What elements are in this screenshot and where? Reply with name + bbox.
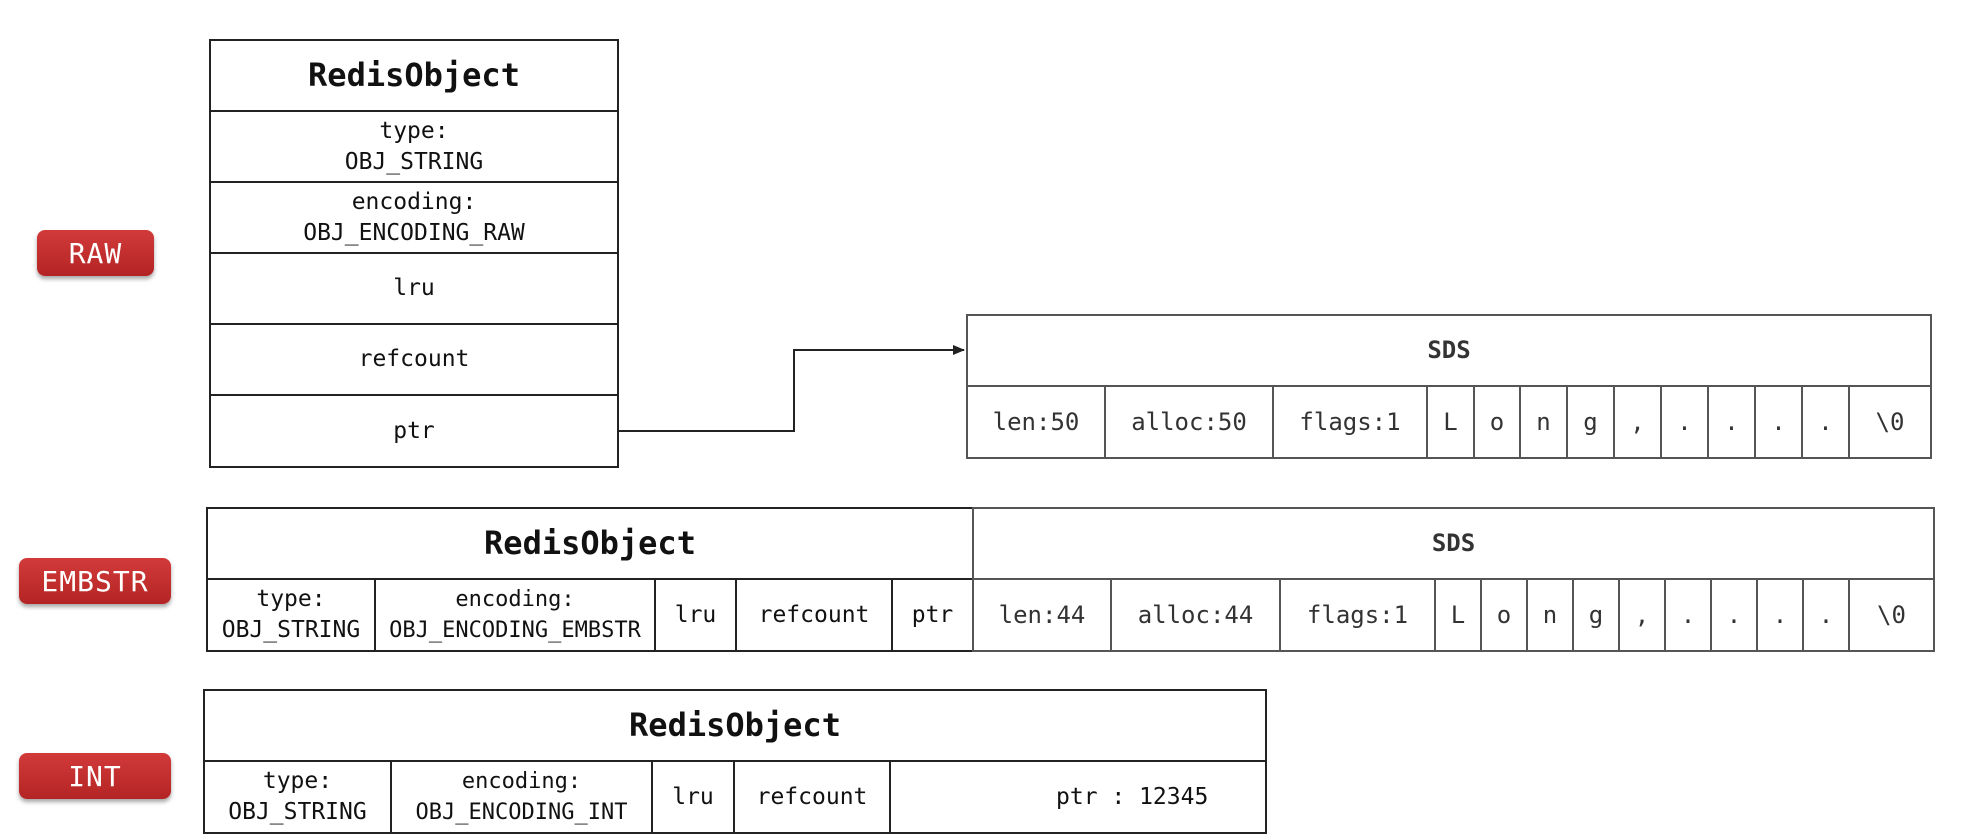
embstr-redisobject-title: RedisObject: [206, 507, 974, 580]
raw-sds-cell: o: [1473, 385, 1521, 459]
raw-sds-cell: alloc:50: [1104, 385, 1274, 459]
int-encoding-field: encoding: OBJ_ENCODING_INT: [390, 760, 653, 834]
int-ptr-field: ptr : 12345: [889, 760, 1267, 834]
raw-ptr-field: ptr: [209, 394, 619, 468]
embstr-sds-cell: g: [1572, 578, 1620, 652]
embstr-type-field: type: OBJ_STRING: [206, 578, 376, 652]
int-type-field: type: OBJ_STRING: [203, 760, 392, 834]
raw-sds-cell: g: [1566, 385, 1615, 459]
embstr-sds-cell: .: [1802, 578, 1850, 652]
raw-sds-cell: len:50: [966, 385, 1106, 459]
int-badge: INT: [19, 753, 171, 799]
raw-sds-cell: .: [1754, 385, 1803, 459]
embstr-sds-cell: alloc:44: [1110, 578, 1281, 652]
raw-lru-field: lru: [209, 252, 619, 325]
raw-badge: RAW: [37, 230, 154, 276]
raw-sds-cell: .: [1660, 385, 1709, 459]
embstr-sds-cell: flags:1: [1279, 578, 1436, 652]
embstr-sds-cell: .: [1756, 578, 1804, 652]
raw-sds-cell: \0: [1848, 385, 1932, 459]
int-redisobject-title: RedisObject: [203, 689, 1267, 762]
raw-refcount-field: refcount: [209, 323, 619, 396]
embstr-badge: EMBSTR: [19, 558, 171, 604]
embstr-sds-cell: n: [1526, 578, 1574, 652]
raw-type-field: type: OBJ_STRING: [209, 110, 619, 183]
embstr-sds-cell: \0: [1848, 578, 1935, 652]
raw-sds-cell: L: [1426, 385, 1475, 459]
embstr-refcount-field: refcount: [735, 578, 893, 652]
int-refcount-field: refcount: [733, 760, 891, 834]
embstr-lru-field: lru: [654, 578, 737, 652]
raw-sds-cell: .: [1707, 385, 1756, 459]
int-lru-field: lru: [651, 760, 735, 834]
raw-sds-title: SDS: [966, 314, 1932, 387]
embstr-sds-cell: .: [1710, 578, 1758, 652]
embstr-ptr-field: ptr: [891, 578, 974, 652]
embstr-encoding-field: encoding: OBJ_ENCODING_EMBSTR: [374, 578, 656, 652]
embstr-sds-cell: .: [1664, 578, 1712, 652]
raw-sds-cell: flags:1: [1272, 385, 1428, 459]
embstr-sds-cell: L: [1434, 578, 1482, 652]
embstr-sds-title: SDS: [972, 507, 1935, 580]
embstr-sds-cell: ,: [1618, 578, 1666, 652]
raw-sds-cell: ,: [1613, 385, 1662, 459]
embstr-sds-cell: o: [1480, 578, 1528, 652]
raw-encoding-field: encoding: OBJ_ENCODING_RAW: [209, 181, 619, 254]
embstr-sds-cell: len:44: [972, 578, 1112, 652]
